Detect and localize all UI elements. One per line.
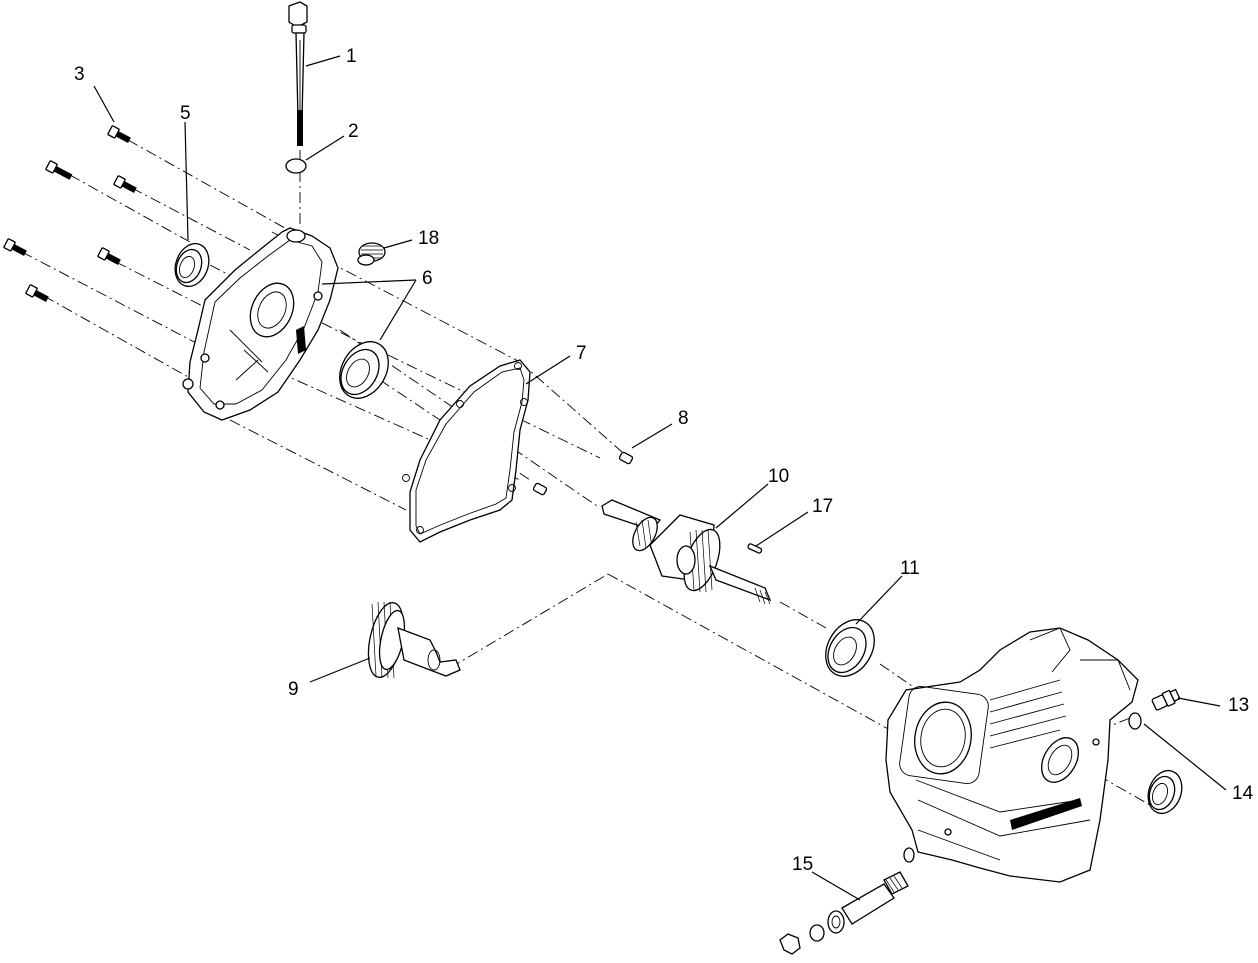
callout-15: 15 — [792, 854, 813, 875]
callout-1: 1 — [346, 46, 357, 67]
part-8-dowel-pins — [532, 451, 634, 496]
part-14-washer — [1128, 712, 1142, 730]
part-5-oil-seal — [174, 242, 210, 288]
part-18-spring — [357, 242, 386, 266]
part-3-bolts — [3, 125, 137, 302]
callout-10: 10 — [768, 466, 789, 487]
callout-14: 14 — [1232, 783, 1254, 804]
part-13-drain-plug — [1151, 688, 1181, 711]
callout-leaders — [93, 55, 1227, 901]
part-15-governor-shaft — [779, 847, 915, 955]
part-7-gasket — [402, 359, 531, 543]
part-10-crankshaft — [601, 499, 772, 605]
part-9-camshaft — [367, 601, 461, 679]
callout-5: 5 — [180, 103, 191, 124]
part-6-bearing — [339, 341, 389, 399]
crankcase-cover — [182, 227, 339, 421]
callout-6: 6 — [422, 268, 433, 289]
engine-block — [885, 627, 1139, 883]
oil-seal-right — [1147, 769, 1183, 815]
callout-8: 8 — [678, 408, 689, 429]
part-11-bearing — [825, 619, 875, 677]
callout-17: 17 — [812, 496, 833, 517]
callout-9: 9 — [288, 679, 299, 700]
part-1-dipstick — [288, 1, 308, 146]
part-2-o-ring — [285, 158, 307, 174]
callout-7: 7 — [576, 343, 587, 364]
callout-18: 18 — [418, 228, 439, 249]
callout-labels: 1 2 3 5 6 7 8 9 10 11 13 14 15 17 18 — [74, 46, 1254, 875]
callout-11: 11 — [900, 558, 920, 579]
callout-13: 13 — [1228, 695, 1249, 716]
callout-3: 3 — [74, 64, 85, 85]
callout-2: 2 — [348, 121, 359, 142]
part-17-key — [747, 543, 763, 554]
